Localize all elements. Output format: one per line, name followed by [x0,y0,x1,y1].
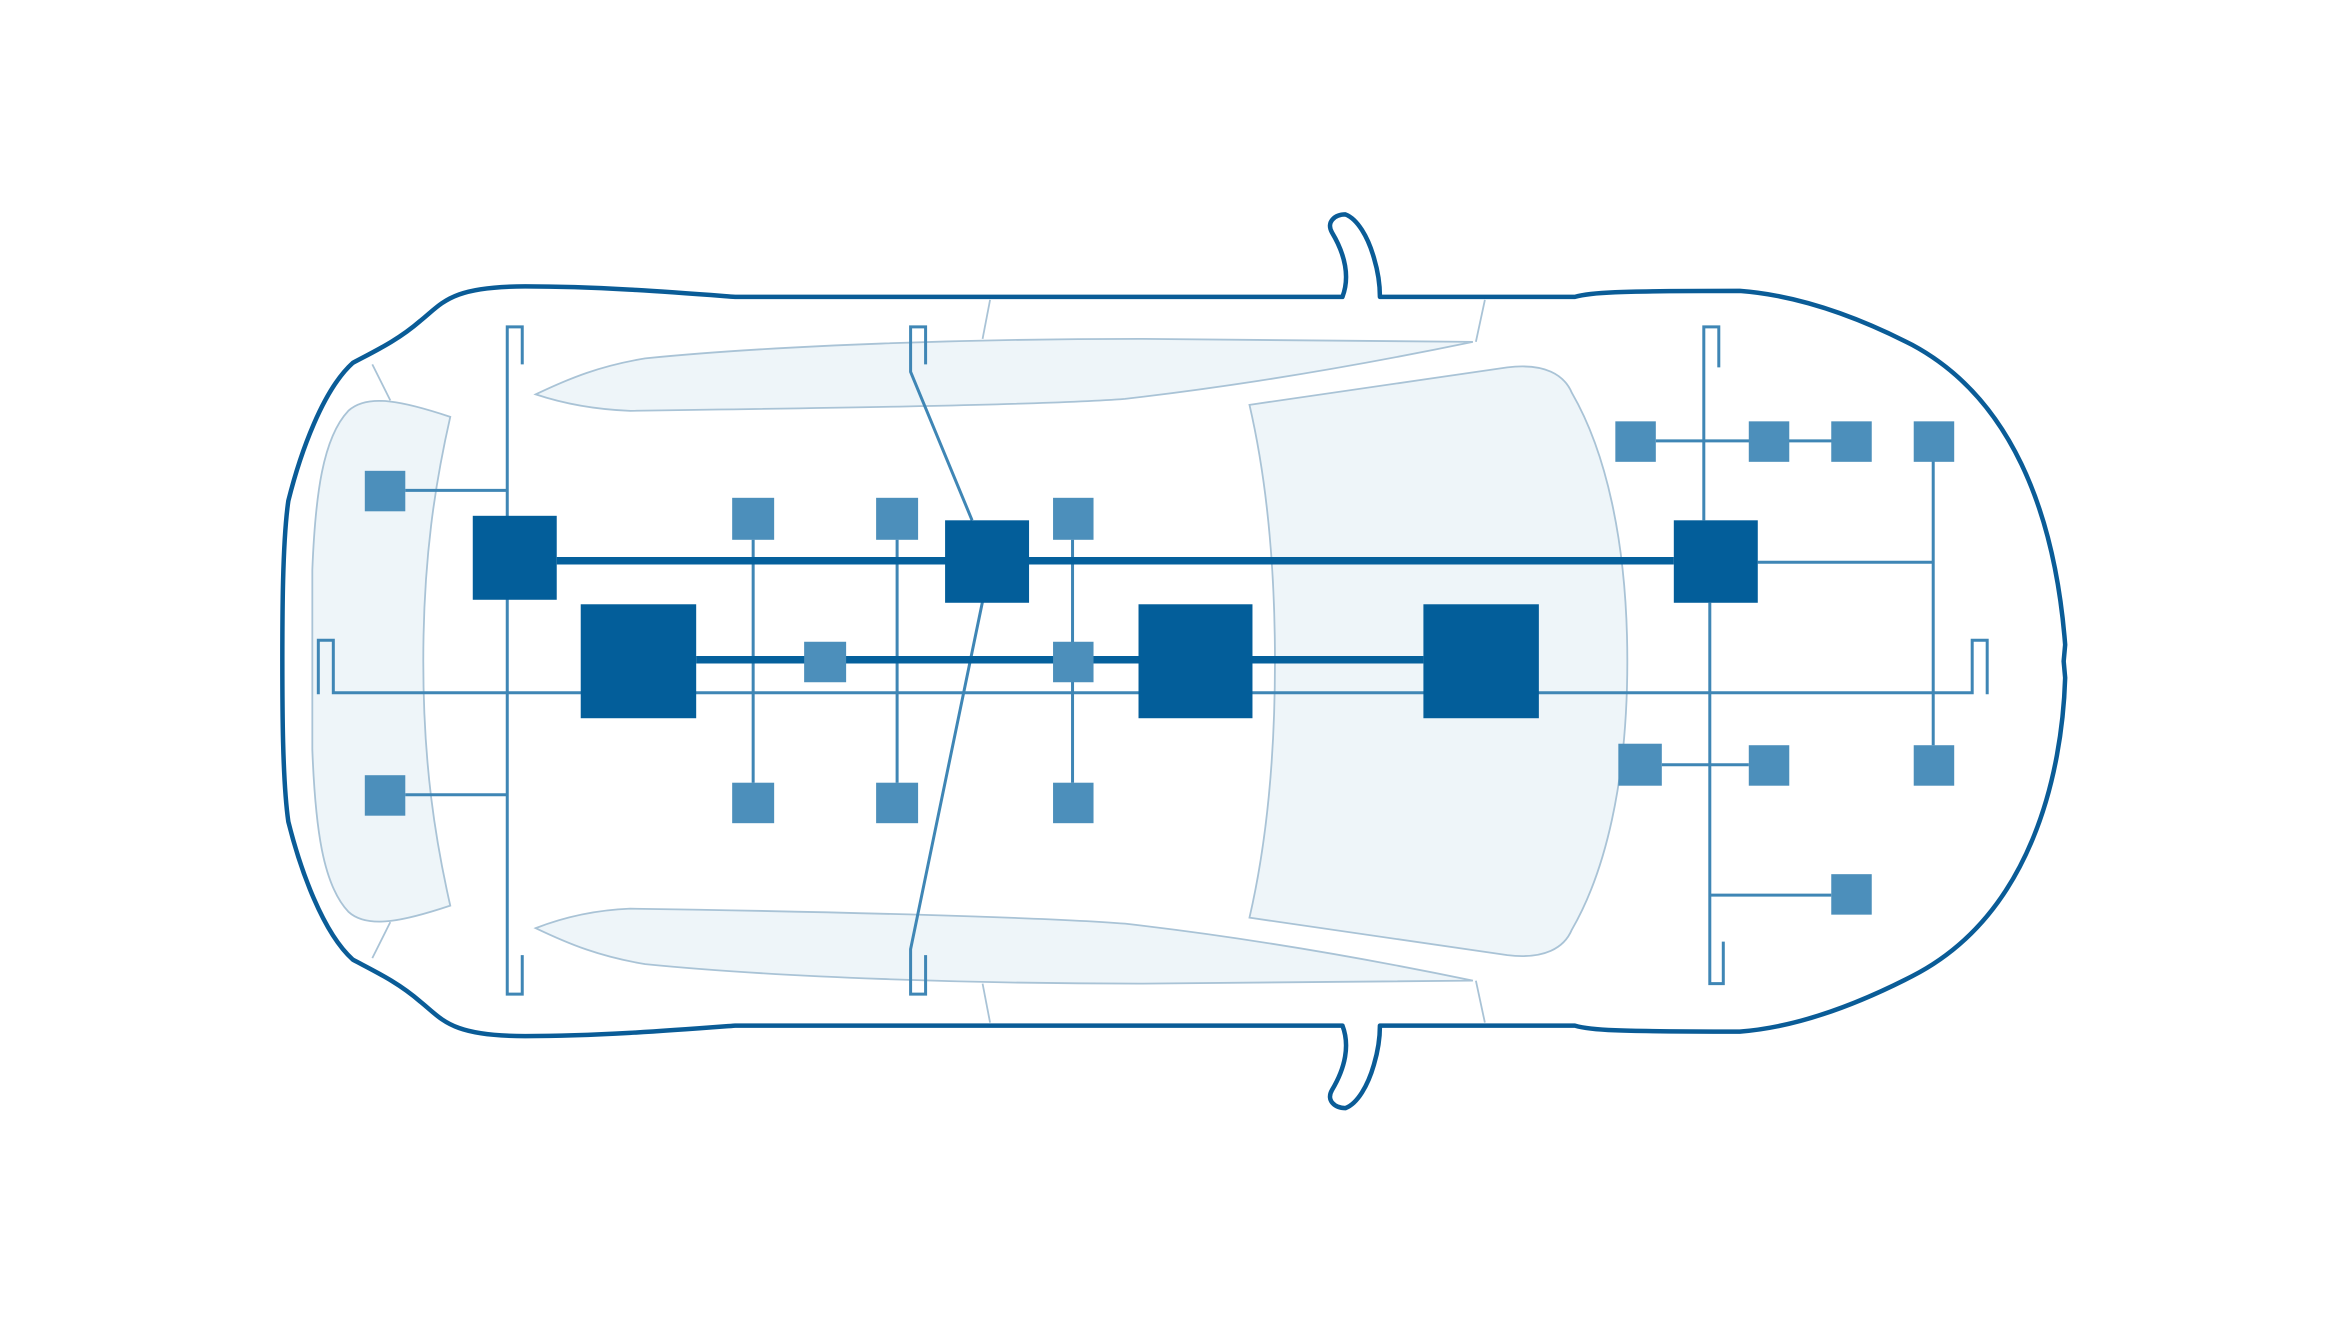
central-compute-2 [1138,604,1253,719]
ecu-node [1913,745,1955,786]
ecu-node [732,497,775,540]
pillar-b-bottom [981,983,991,1023]
ecu-node [1053,641,1094,683]
ecu-node [1618,743,1662,786]
zone-controller-front [472,515,557,600]
pillar-a-top [371,363,392,401]
ecu-node [876,782,919,824]
ecu-node [1748,421,1790,462]
ecu-node [804,641,847,683]
front-harness [505,325,524,518]
car-pillars [371,299,1486,1023]
ecu-node [1748,745,1790,786]
ecu-node [1831,421,1872,462]
ecu-node [732,782,775,824]
ecu-node [1615,421,1656,462]
diagonal-harness-top [909,325,974,521]
ecu-node [876,497,919,540]
zone-controller-rear [1673,520,1758,603]
front-windshield [311,400,452,923]
ecu-node [364,775,406,816]
diagonal-harness-bottom [909,600,985,996]
ecu-node [1913,421,1955,462]
zone-controllers [472,515,1758,603]
pillar-c-bottom [1475,980,1486,1023]
right-side-window [533,907,1474,985]
zone-controller-center [945,520,1030,603]
central-compute-units [580,604,1539,719]
left-side-window [533,337,1474,412]
pillar-b-top [981,299,991,340]
rear-harness-bottom [1708,602,1725,986]
pillar-c-top [1475,299,1486,343]
ecu-node [364,470,406,512]
ecu-node [1053,782,1094,824]
ecu-nodes [364,421,1955,915]
ecu-node [1053,497,1094,540]
pillar-a-bottom [371,921,392,959]
central-compute-3 [1423,604,1539,719]
central-compute-1 [580,604,697,719]
rear-harness-top [1702,325,1721,521]
ecu-node [1831,874,1872,915]
